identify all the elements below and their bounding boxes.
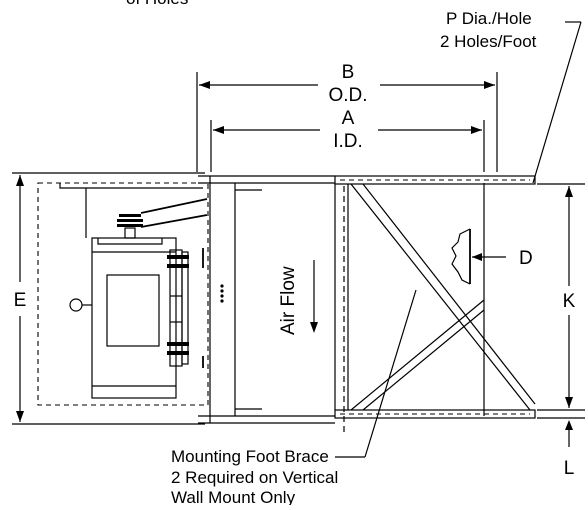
dimension-a-sub: I.D. [333,131,363,152]
brace-label-line3: Wall Mount Only [171,488,296,505]
mounting-foot-top [334,175,536,185]
air-flow-label: Air Flow [278,266,299,335]
brace-label-line1: Mounting Foot Brace [171,447,329,466]
fan-housing [198,175,485,432]
dimension-l-label: L [564,458,575,479]
dimension-k: K [537,183,585,411]
motor-assembly [59,183,224,399]
dimension-e-label: E [14,290,27,311]
dimension-b-letter: B [342,62,355,83]
dimension-l: L [537,417,585,479]
p-hole-callout: P Dia./Hole 2 Holes/Foot [440,9,582,184]
pulley [117,214,143,239]
air-flow-indicator: Air Flow [278,260,318,335]
motor-envelope-outline [37,182,209,406]
brace-callout: Mounting Foot Brace 2 Required on Vertic… [171,289,417,507]
dimension-b-sub: O.D. [328,85,367,106]
brace-label-line2: 2 Required on Vertical [171,468,338,487]
dimension-e: E [12,172,205,425]
dimension-a-id: A I.D. [210,108,485,172]
p-hole-label: P Dia./Hole [446,9,532,28]
dimension-k-label: K [563,291,576,312]
holes-per-foot-label: 2 Holes/Foot [440,32,537,51]
dimension-d: D [451,228,533,285]
mounting-foot-bottom [334,409,536,419]
holes-count-label-partial: of Holes [126,0,188,8]
mounting-foot-braces [334,183,536,411]
dimension-a-letter: A [342,108,355,129]
dimension-d-label: D [519,248,533,269]
dimension-b-od: B O.D. [196,62,498,172]
